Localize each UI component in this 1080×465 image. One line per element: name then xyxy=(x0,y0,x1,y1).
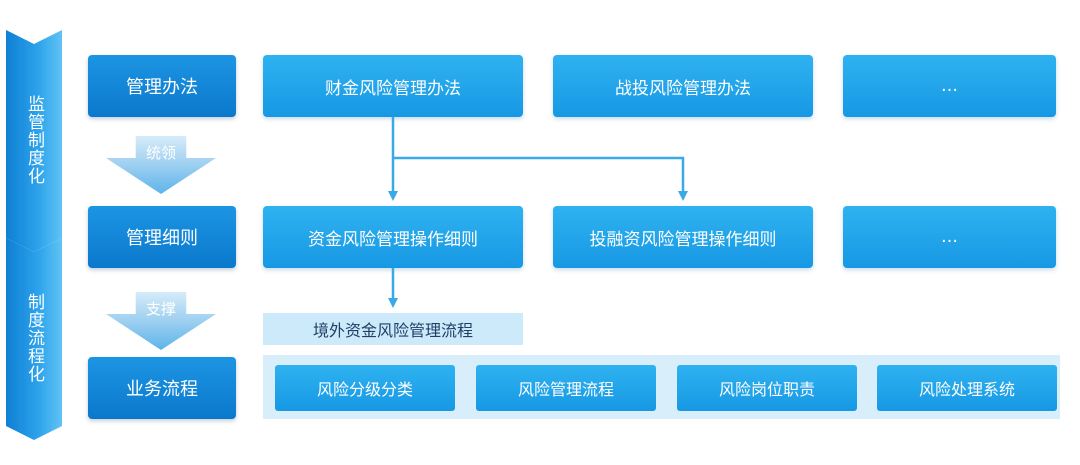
stage-label-process: 制度流程化 xyxy=(24,293,44,383)
level-methods: 管理办法 xyxy=(88,55,236,117)
method-box-strategic: 战投风险管理办法 xyxy=(553,55,813,117)
rule-box-funds: 资金风险管理操作细则 xyxy=(263,206,523,268)
support-arrow-label: 支撑 xyxy=(145,300,176,318)
connector-finance-to-investment xyxy=(393,156,688,201)
govern-arrow-label: 统领 xyxy=(145,144,176,162)
method-box-finance: 财金风险管理办法 xyxy=(263,55,523,117)
stage-arrow-process: 制度流程化 xyxy=(6,238,62,440)
method-box-more: … xyxy=(843,55,1056,117)
outer-process-label: 境外资金风险管理流程 xyxy=(263,313,523,345)
level-process: 业务流程 xyxy=(88,357,236,419)
rule-box-investment: 投融资风险管理操作细则 xyxy=(553,206,813,268)
rule-box-more: … xyxy=(843,206,1056,268)
stage-arrow-regulation: 监管制度化 xyxy=(6,30,62,252)
process-item-system: 风险处理系统 xyxy=(877,365,1057,411)
level-rules: 管理细则 xyxy=(88,206,236,268)
process-item-flow: 风险管理流程 xyxy=(476,365,656,411)
process-item-grading: 风险分级分类 xyxy=(275,365,455,411)
process-item-duties: 风险岗位职责 xyxy=(677,365,857,411)
stage-label-regulation: 监管制度化 xyxy=(24,95,44,185)
